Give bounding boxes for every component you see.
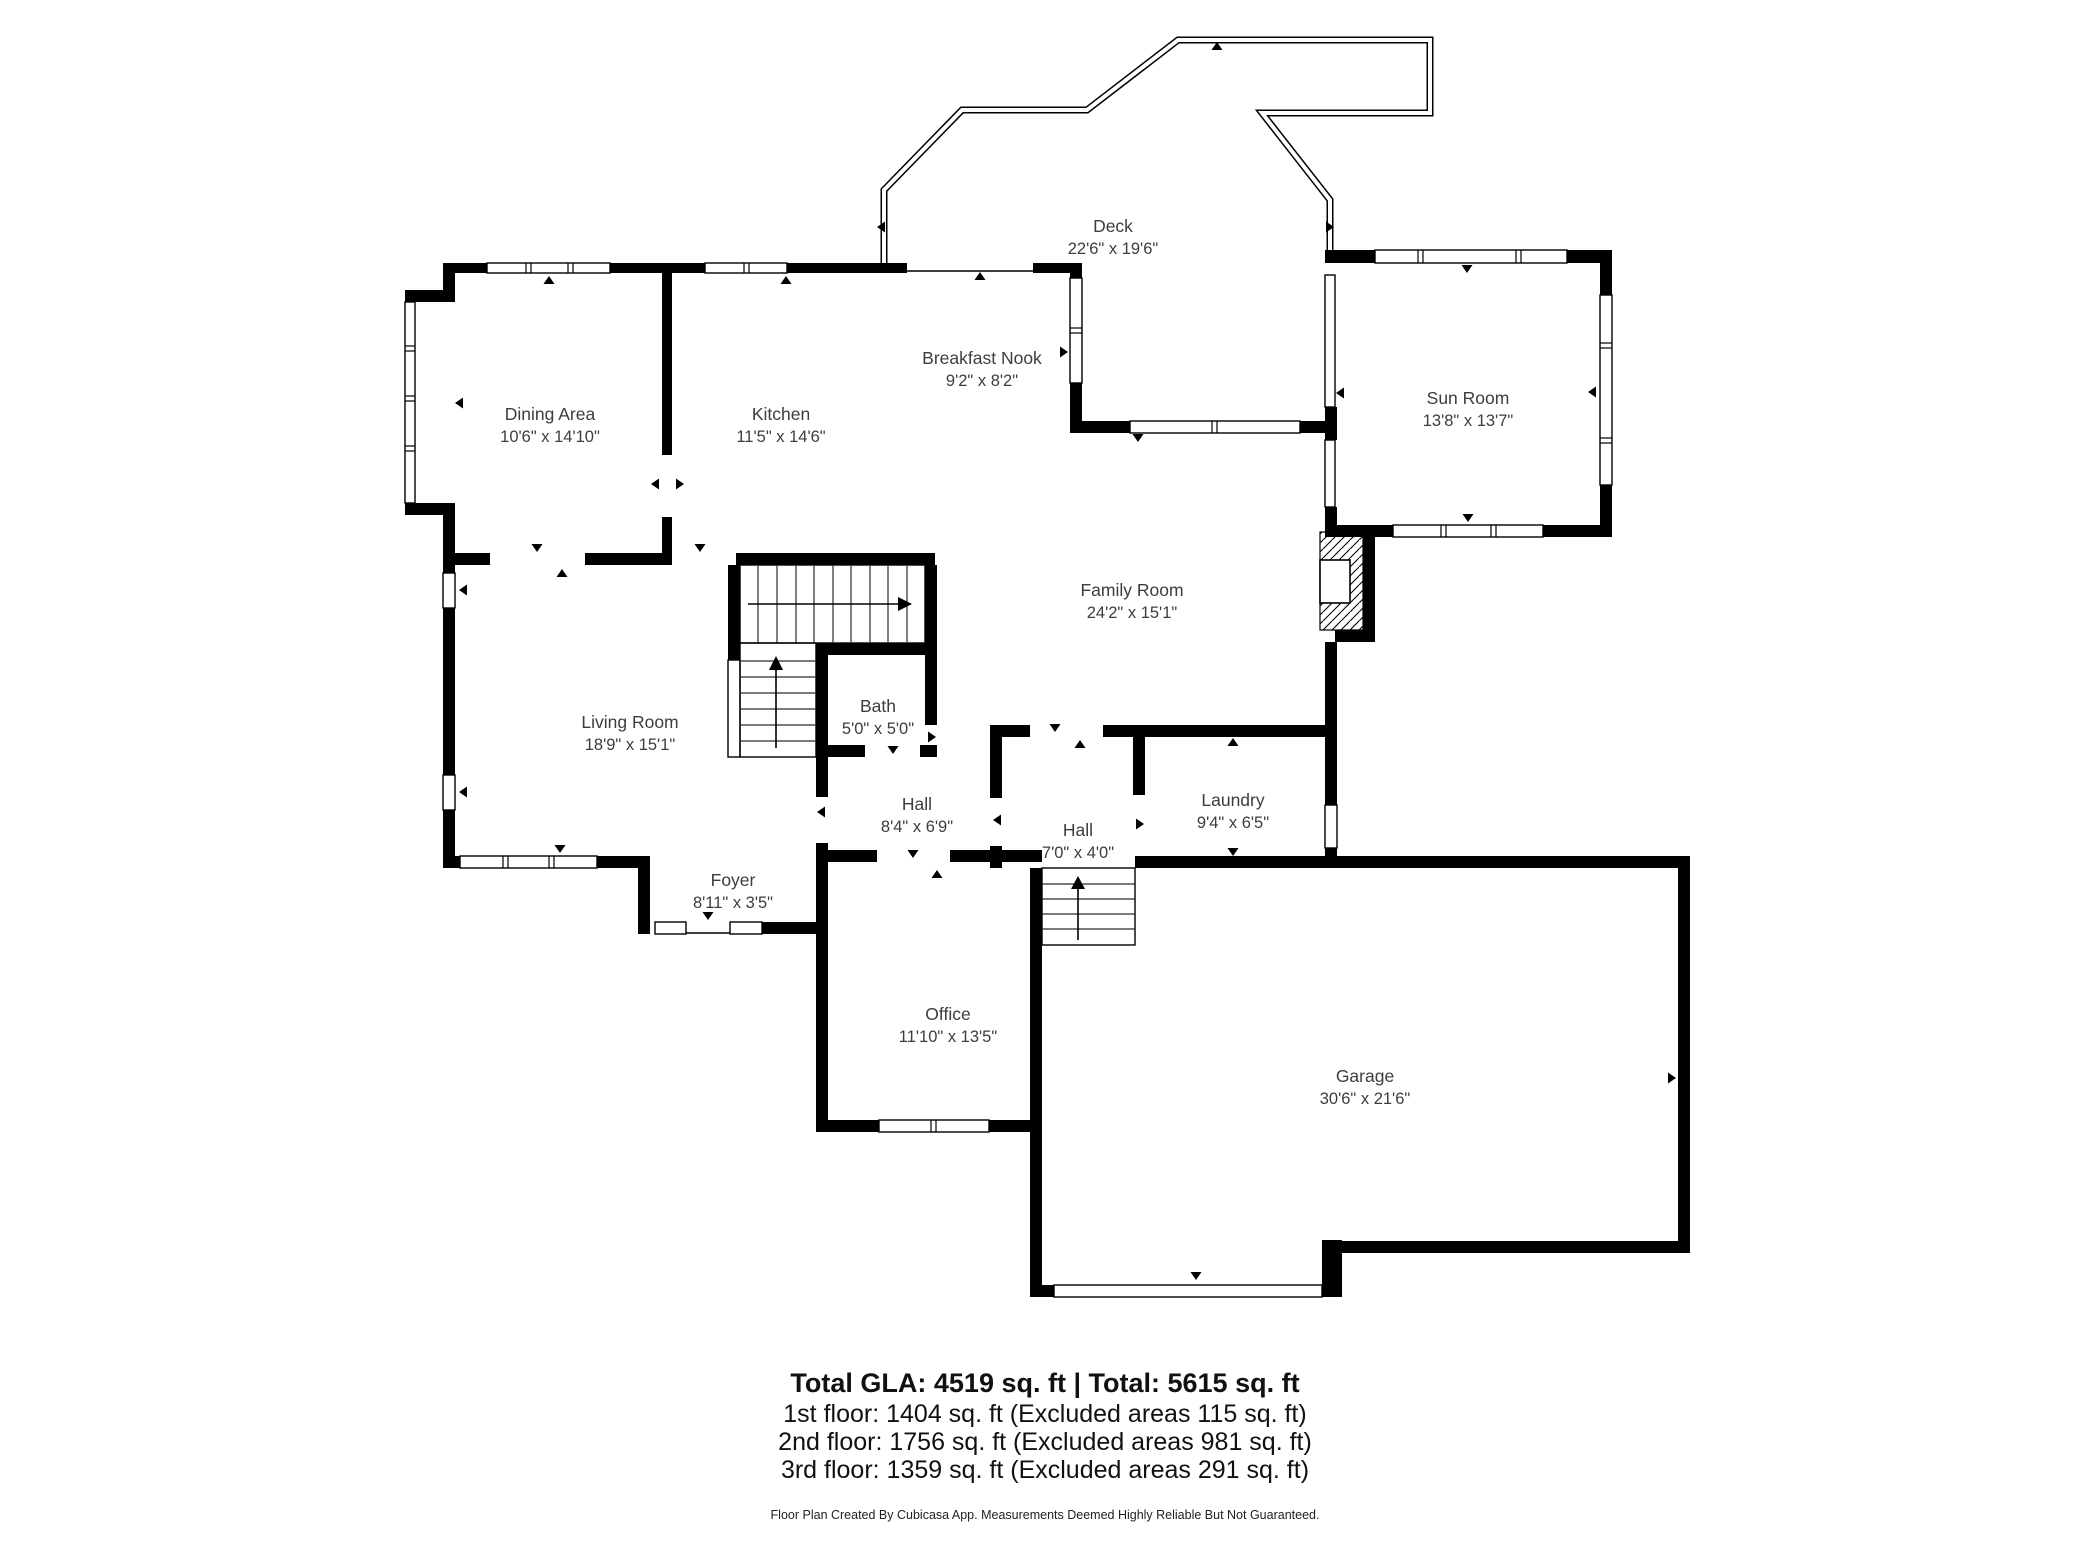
room-label-sunroom: Sun Room: [1427, 388, 1510, 408]
room-dims-bath: 5'0" x 5'0": [842, 720, 914, 738]
room-label-hall-1: Hall: [902, 794, 932, 814]
room-label-bath: Bath: [860, 696, 896, 716]
fireplace: [1319, 531, 1375, 642]
stairs-lower-run: [727, 642, 817, 758]
room-label-office: Office: [925, 1004, 970, 1024]
walls: [405, 250, 1690, 1297]
summary-floor-1: 1st floor: 1404 sq. ft (Excluded areas 1…: [783, 1400, 1306, 1428]
room-dims-foyer: 8'11" x 3'5": [693, 894, 773, 912]
summary-block: Total GLA: 4519 sq. ft | Total: 5615 sq.…: [771, 1368, 1320, 1522]
room-dims-dining: 10'6" x 14'10": [500, 428, 600, 446]
summary-floor-2: 2nd floor: 1756 sq. ft (Excluded areas 9…: [778, 1428, 1312, 1456]
room-dims-kitchen: 11'5" x 14'6": [736, 428, 825, 446]
room-dims-office: 11'10" x 13'5": [899, 1028, 998, 1046]
opening-markers: [455, 42, 1676, 1280]
room-labels: Dining Area 10'6" x 14'10" Kitchen 11'5"…: [500, 216, 1513, 1108]
room-dims-nook: 9'2" x 8'2": [946, 372, 1018, 390]
summary-total: Total GLA: 4519 sq. ft | Total: 5615 sq.…: [790, 1368, 1299, 1398]
room-label-laundry: Laundry: [1201, 790, 1264, 810]
stairs-upper-run: [739, 564, 926, 644]
room-label-family: Family Room: [1080, 580, 1183, 600]
room-label-dining: Dining Area: [505, 404, 596, 424]
room-label-kitchen: Kitchen: [752, 404, 810, 424]
room-dims-laundry: 9'4" x 6'5": [1197, 814, 1269, 832]
room-dims-deck: 22'6" x 19'6": [1068, 240, 1159, 258]
room-dims-family: 24'2" x 15'1": [1087, 604, 1178, 622]
room-dims-garage: 30'6" x 21'6": [1320, 1090, 1411, 1108]
room-dims-hall-2: 7'0" x 4'0": [1042, 844, 1114, 862]
windows: [404, 249, 1613, 1298]
room-label-garage: Garage: [1336, 1066, 1394, 1086]
summary-disclaimer: Floor Plan Created By Cubicasa App. Meas…: [771, 1508, 1320, 1522]
stairs-garage-entry: [1041, 867, 1136, 946]
room-label-hall-2: Hall: [1063, 820, 1093, 840]
room-dims-hall-1: 8'4" x 6'9": [881, 818, 953, 836]
room-dims-living: 18'9" x 15'1": [585, 736, 676, 754]
deck-railing: [880, 36, 1434, 272]
room-label-living: Living Room: [581, 712, 678, 732]
room-label-nook: Breakfast Nook: [922, 348, 1042, 368]
room-dims-sunroom: 13'8" x 13'7": [1423, 412, 1514, 430]
summary-floor-3: 3rd floor: 1359 sq. ft (Excluded areas 2…: [781, 1456, 1309, 1484]
room-label-deck: Deck: [1093, 216, 1133, 236]
room-label-foyer: Foyer: [711, 870, 756, 890]
